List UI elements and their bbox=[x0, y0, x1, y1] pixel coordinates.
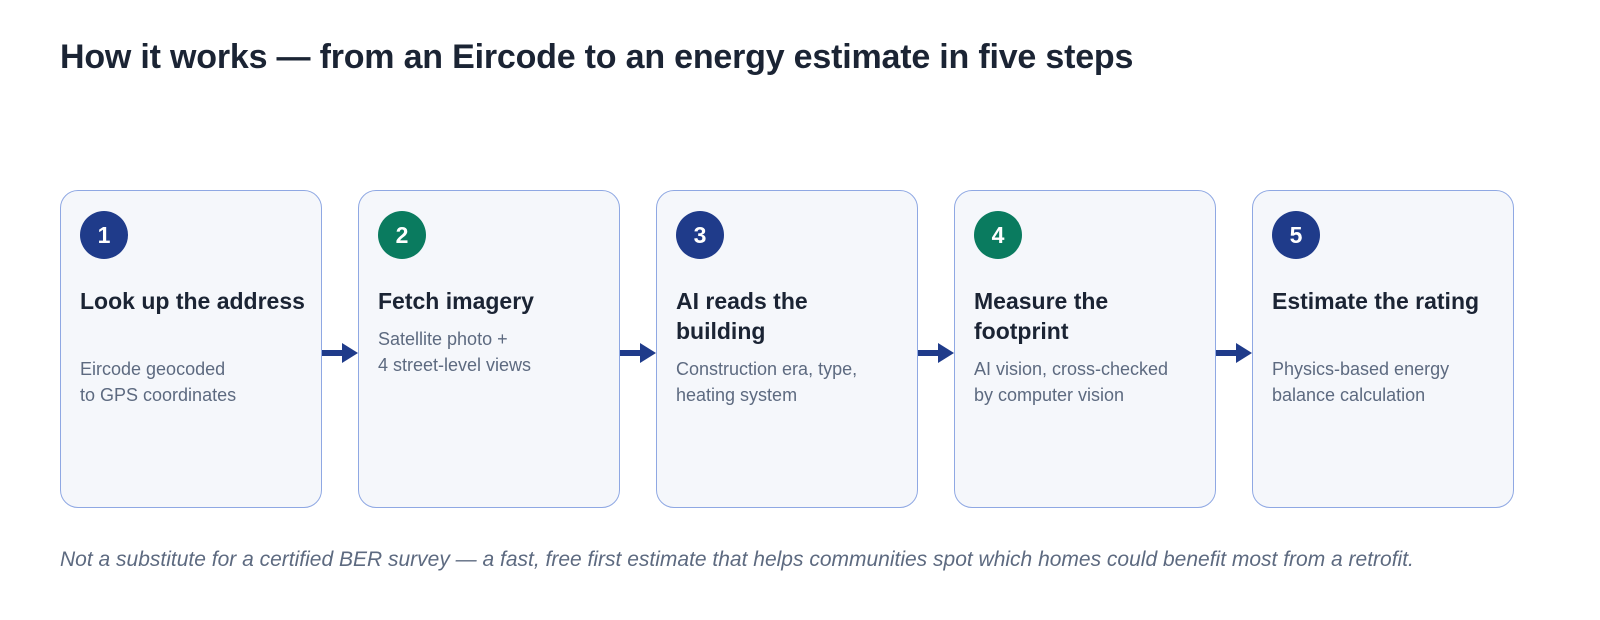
right-arrow-icon bbox=[322, 343, 358, 363]
step-description: Construction era, type, heating system bbox=[676, 359, 858, 405]
step-card-2: 2 Fetch imagery Satellite photo + 4 stre… bbox=[358, 190, 620, 508]
right-arrow-icon bbox=[918, 343, 954, 363]
step-title: Measure the footprint bbox=[974, 288, 1109, 344]
step-card-4: 4 Measure the footprint AI vision, cross… bbox=[954, 190, 1216, 508]
disclaimer-footnote: Not a substitute for a certified BER sur… bbox=[60, 548, 1414, 571]
step-title: Fetch imagery bbox=[378, 288, 534, 314]
step-title: Look up the address bbox=[80, 288, 305, 314]
right-arrow-icon bbox=[1216, 343, 1252, 363]
step-description: Physics-based energy balance calculation bbox=[1272, 359, 1450, 405]
step-number-badge: 3 bbox=[676, 211, 724, 259]
steps-flow: 1 Look up the address Eircode geocoded t… bbox=[60, 190, 1540, 510]
step-number-badge: 4 bbox=[974, 211, 1022, 259]
step-number-badge: 2 bbox=[378, 211, 426, 259]
page-title: How it works — from an Eircode to an ene… bbox=[60, 38, 1134, 76]
step-title: AI reads the building bbox=[676, 288, 808, 344]
step-description: AI vision, cross-checked by computer vis… bbox=[974, 359, 1169, 405]
step-number-badge: 5 bbox=[1272, 211, 1320, 259]
step-title: Estimate the rating bbox=[1272, 288, 1480, 314]
step-description: Satellite photo + 4 street-level views bbox=[378, 329, 532, 375]
step-card-1: 1 Look up the address Eircode geocoded t… bbox=[60, 190, 322, 508]
right-arrow-icon bbox=[620, 343, 656, 363]
step-number-badge: 1 bbox=[80, 211, 128, 259]
step-card-3: 3 AI reads the building Construction era… bbox=[656, 190, 918, 508]
step-card-5: 5 Estimate the rating Physics-based ener… bbox=[1252, 190, 1514, 508]
step-description: Eircode geocoded to GPS coordinates bbox=[80, 359, 237, 405]
